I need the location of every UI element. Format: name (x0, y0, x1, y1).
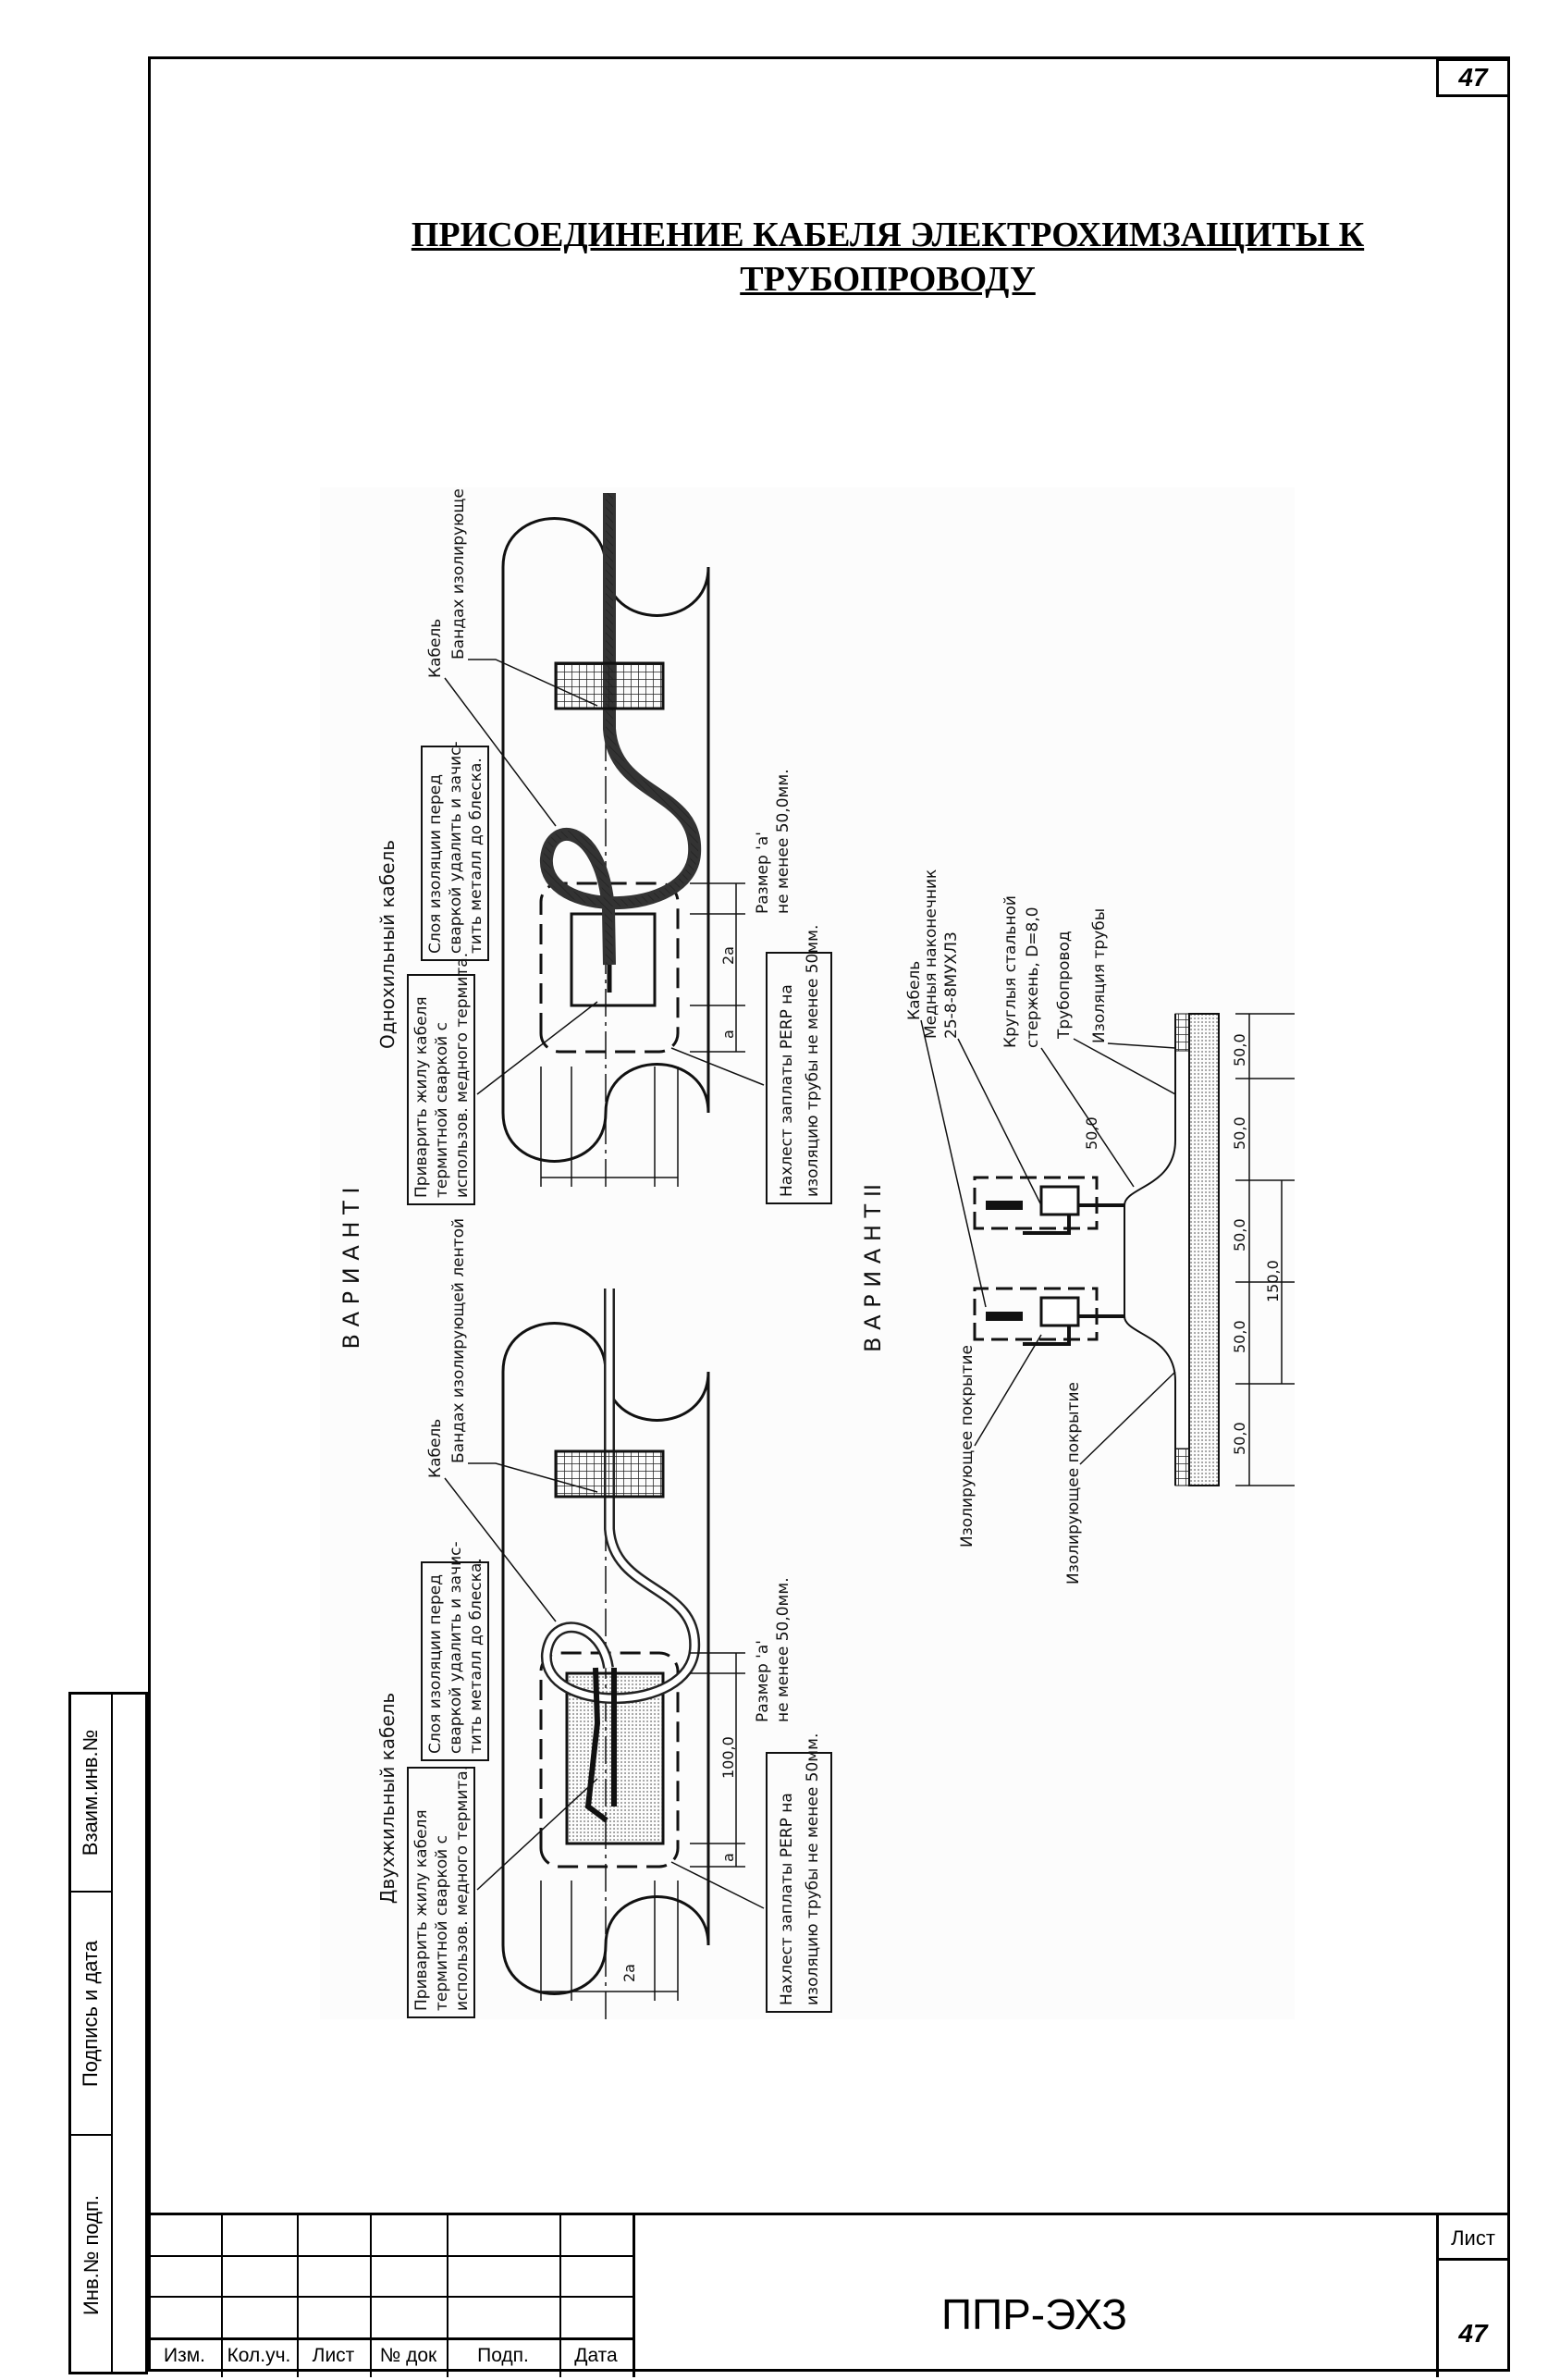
single-core-dim-a: a (719, 1030, 737, 1039)
v2-lug-label-1: Медныя наконечник (922, 869, 940, 1039)
col-date: Дата (574, 2345, 618, 2366)
v2-lug-label-2: 25-8-8МУХЛ3 (942, 931, 961, 1039)
v2-pipe-insulation-label: Изоляция трубы (1090, 908, 1109, 1043)
title-block: Изм. Кол.уч. Лист № док Подп. Дата ППР-Э… (148, 2213, 1510, 2377)
single-core-bandage-label: Бандах изолирующей ле (449, 487, 468, 660)
single-core-pipe (501, 493, 710, 1187)
document-code: ППР-ЭХЗ (940, 2290, 1128, 2338)
two-core-dim-a: a (719, 1853, 737, 1862)
v2-coating-label-2: Изолирующее покрытие (1064, 1382, 1083, 1585)
v2-dim-4: 50,0 (1231, 1116, 1248, 1150)
side-stamp: Взаим.инв.№ Подпись и дата Инв.№ подп. (68, 1692, 148, 2374)
v2-cable-label: Кабель (905, 961, 924, 1020)
page-number-box: 47 (1436, 58, 1510, 97)
two-core-pipe (501, 1289, 710, 2019)
single-core-strip-note: Слоя изоляции перед сваркой удалить и за… (426, 736, 485, 954)
v2-dim-1: 50,0 (1231, 1422, 1248, 1455)
two-core-dim-2a: 2a (620, 1964, 638, 1982)
v2-rod-label-2: стержень, D=8,0 (1024, 906, 1042, 1048)
two-core-strip-note: Слоя изоляции перед сваркой удалить и за… (426, 1536, 485, 1754)
col-sheet: Лист (312, 2345, 355, 2366)
drawing-frame (148, 56, 1510, 2372)
two-core-bandage-label: Бандах изолирующей лентой (449, 1218, 468, 1463)
v2-rod-label-1: Круглыя стальной (1001, 895, 1020, 1048)
scanned-drawing: В А Р И А Н Т I В А Р И А Н Т II Однохил… (320, 453, 1300, 2019)
sheet-number: 47 (1458, 2319, 1488, 2348)
two-core-overlap-note: Нахлест заплаты PERP на изоляцию трубы н… (778, 1733, 822, 2005)
two-core-size-note-2: не менее 50,0мм. (774, 1577, 792, 1722)
drawing-svg: В А Р И А Н Т I В А Р И А Н Т II Однохил… (338, 453, 1300, 2019)
two-core-dim-100: 100,0 (719, 1736, 737, 1779)
page-title-line-2: ТРУБОПРОВОДУ (740, 260, 1036, 299)
single-core-cable-label: Кабель (426, 619, 445, 678)
col-change: Изм. (164, 2345, 205, 2366)
variant-2-heading: В А Р И А Н Т II (860, 1184, 886, 1352)
col-count: Кол.уч. (227, 2345, 291, 2366)
v2-dim-3: 50,0 (1231, 1218, 1248, 1252)
stamp-mutual-inv: Взаим.инв.№ (71, 1695, 111, 1893)
v2-dim-5: 50,0 (1231, 1033, 1248, 1067)
single-core-overlap-note: Нахлест заплаты PERP на изоляцию трубы н… (778, 925, 822, 1197)
sheet-label: Лист (1451, 2226, 1495, 2250)
single-core-weld-note: Приварить жилу кабеля термитной сваркой … (412, 953, 472, 1198)
single-core-size-note-2: не менее 50,0мм. (774, 769, 792, 914)
col-doc-number: № док (379, 2345, 437, 2366)
two-core-caption: Двухжильный кабель (376, 1693, 399, 1904)
col-signature: Подп. (477, 2345, 529, 2366)
two-core-cable-label: Кабель (426, 1419, 445, 1478)
v2-coating-label-1: Изолирующее покрытие (958, 1345, 977, 1548)
two-core-weld-note: Приварить жилу кабеля термитной сваркой … (412, 1766, 472, 2011)
single-core-caption: Однохильный кабель (376, 840, 399, 1049)
v2-dim-height: 50,0 (1083, 1116, 1100, 1150)
page-title-line-1: ПРИСОЕДИНЕНИЕ КАБЕЛЯ ЭЛЕКТРОХИМЗАЩИТЫ К (411, 216, 1365, 254)
v2-pipe-label: Трубопровод (1055, 931, 1074, 1040)
v2-dim-total: 150,0 (1264, 1260, 1282, 1302)
stamp-inv-sub: Инв.№ подп. (79, 2194, 103, 2316)
v2-dim-2: 50,0 (1231, 1320, 1248, 1353)
two-core-size-note-1: Размер 'a' (754, 1640, 772, 1722)
variant-2-section (973, 1013, 1300, 1486)
single-core-dim-2a: 2a (719, 946, 737, 965)
two-core-dimensions (540, 1652, 745, 2001)
single-core-size-note-1: Размер 'a' (754, 832, 772, 914)
single-core-dimensions (540, 882, 745, 1187)
stamp-sign-date: Подпись и дата (71, 1893, 111, 2136)
variant-1-heading: В А Р И А Н Т I (338, 1188, 364, 1350)
